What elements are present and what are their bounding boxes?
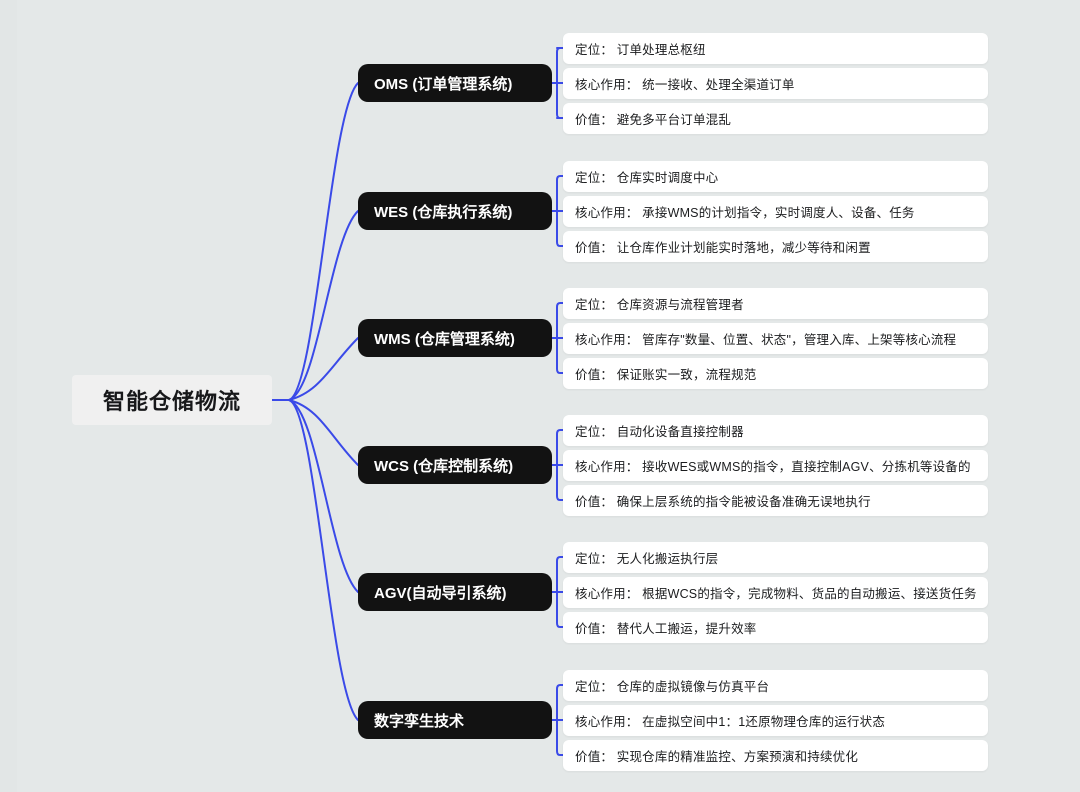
leaf-text: 定位： 自动化设备直接控制器 — [575, 425, 744, 439]
leaf-card[interactable]: 定位： 仓库实时调度中心 — [563, 161, 988, 192]
leaf-text: 价值： 让仓库作业计划能实时落地，减少等待和闲置 — [575, 241, 871, 255]
branch-label: 数字孪生技术 — [374, 712, 465, 730]
branch-node-digital-twin[interactable]: 数字孪生技术 — [358, 701, 552, 739]
branch-label: OMS (订单管理系统) — [374, 75, 513, 93]
leaf-text: 定位： 无人化搬运执行层 — [575, 552, 719, 566]
leaf-text: 价值： 确保上层系统的指令能被设备准确无误地执行 — [575, 495, 871, 509]
leaf-text: 核心作用： 管库存"数量、位置、状态"，管理入库、上架等核心流程 — [575, 333, 957, 347]
leaf-text: 价值： 替代人工搬运，提升效率 — [575, 622, 757, 636]
leaf-card[interactable]: 定位： 仓库资源与流程管理者 — [563, 288, 988, 319]
leaf-card[interactable]: 定位： 订单处理总枢纽 — [563, 33, 988, 64]
leaf-card[interactable]: 核心作用： 在虚拟空间中1：1还原物理仓库的运行状态 — [563, 705, 988, 736]
leaf-card[interactable]: 定位： 无人化搬运执行层 — [563, 542, 988, 573]
leaf-card[interactable]: 核心作用： 承接WMS的计划指令，实时调度人、设备、任务 — [563, 196, 988, 227]
leaf-text: 定位： 订单处理总枢纽 — [575, 43, 706, 57]
branch-label: WMS (仓库管理系统) — [374, 330, 515, 348]
leaf-text: 核心作用： 统一接收、处理全渠道订单 — [575, 78, 795, 92]
leaf-text: 定位： 仓库实时调度中心 — [575, 171, 719, 185]
leaf-card[interactable]: 价值： 避免多平台订单混乱 — [563, 103, 988, 134]
leaf-text: 价值： 实现仓库的精准监控、方案预演和持续优化 — [575, 750, 859, 764]
branch-node-wcs[interactable]: WCS (仓库控制系统) — [358, 446, 552, 484]
leaf-card[interactable]: 价值： 实现仓库的精准监控、方案预演和持续优化 — [563, 740, 988, 771]
root-label: 智能仓储物流 — [102, 389, 241, 414]
root-node[interactable]: 智能仓储物流 — [72, 375, 272, 425]
leaf-card[interactable]: 定位： 自动化设备直接控制器 — [563, 415, 988, 446]
leaf-card[interactable]: 价值： 保证账实一致，流程规范 — [563, 358, 988, 389]
leaf-text: 核心作用： 根据WCS的指令，完成物料、货品的自动搬运、接送货任务 — [575, 587, 977, 601]
leaf-text: 核心作用： 接收WES或WMS的指令，直接控制AGV、分拣机等设备的 — [575, 460, 971, 474]
leaf-text: 价值： 避免多平台订单混乱 — [575, 113, 732, 127]
leaf-card[interactable]: 核心作用： 接收WES或WMS的指令，直接控制AGV、分拣机等设备的 — [563, 450, 988, 481]
leaf-card[interactable]: 核心作用： 统一接收、处理全渠道订单 — [563, 68, 988, 99]
leaf-text: 定位： 仓库资源与流程管理者 — [575, 298, 744, 312]
leaf-text: 核心作用： 承接WMS的计划指令，实时调度人、设备、任务 — [575, 206, 915, 220]
leaf-card[interactable]: 价值： 确保上层系统的指令能被设备准确无误地执行 — [563, 485, 988, 516]
leaf-text: 价值： 保证账实一致，流程规范 — [575, 368, 757, 382]
leaf-card[interactable]: 定位： 仓库的虚拟镜像与仿真平台 — [563, 670, 988, 701]
branch-node-agv[interactable]: AGV(自动导引系统) — [358, 573, 552, 611]
branch-label: AGV(自动导引系统) — [374, 584, 507, 602]
leaf-card[interactable]: 核心作用： 管库存"数量、位置、状态"，管理入库、上架等核心流程 — [563, 323, 988, 354]
branch-label: WCS (仓库控制系统) — [374, 457, 514, 475]
leaf-card[interactable]: 价值： 替代人工搬运，提升效率 — [563, 612, 988, 643]
leaf-text: 定位： 仓库的虚拟镜像与仿真平台 — [575, 680, 770, 694]
branch-node-wes[interactable]: WES (仓库执行系统) — [358, 192, 552, 230]
branch-label: WES (仓库执行系统) — [374, 203, 513, 221]
branch-node-wms[interactable]: WMS (仓库管理系统) — [358, 319, 552, 357]
leaf-text: 核心作用： 在虚拟空间中1：1还原物理仓库的运行状态 — [575, 715, 886, 729]
leaf-card[interactable]: 价值： 让仓库作业计划能实时落地，减少等待和闲置 — [563, 231, 988, 262]
leaf-card[interactable]: 核心作用： 根据WCS的指令，完成物料、货品的自动搬运、接送货任务 — [563, 577, 988, 608]
branch-node-oms[interactable]: OMS (订单管理系统) — [358, 64, 552, 102]
